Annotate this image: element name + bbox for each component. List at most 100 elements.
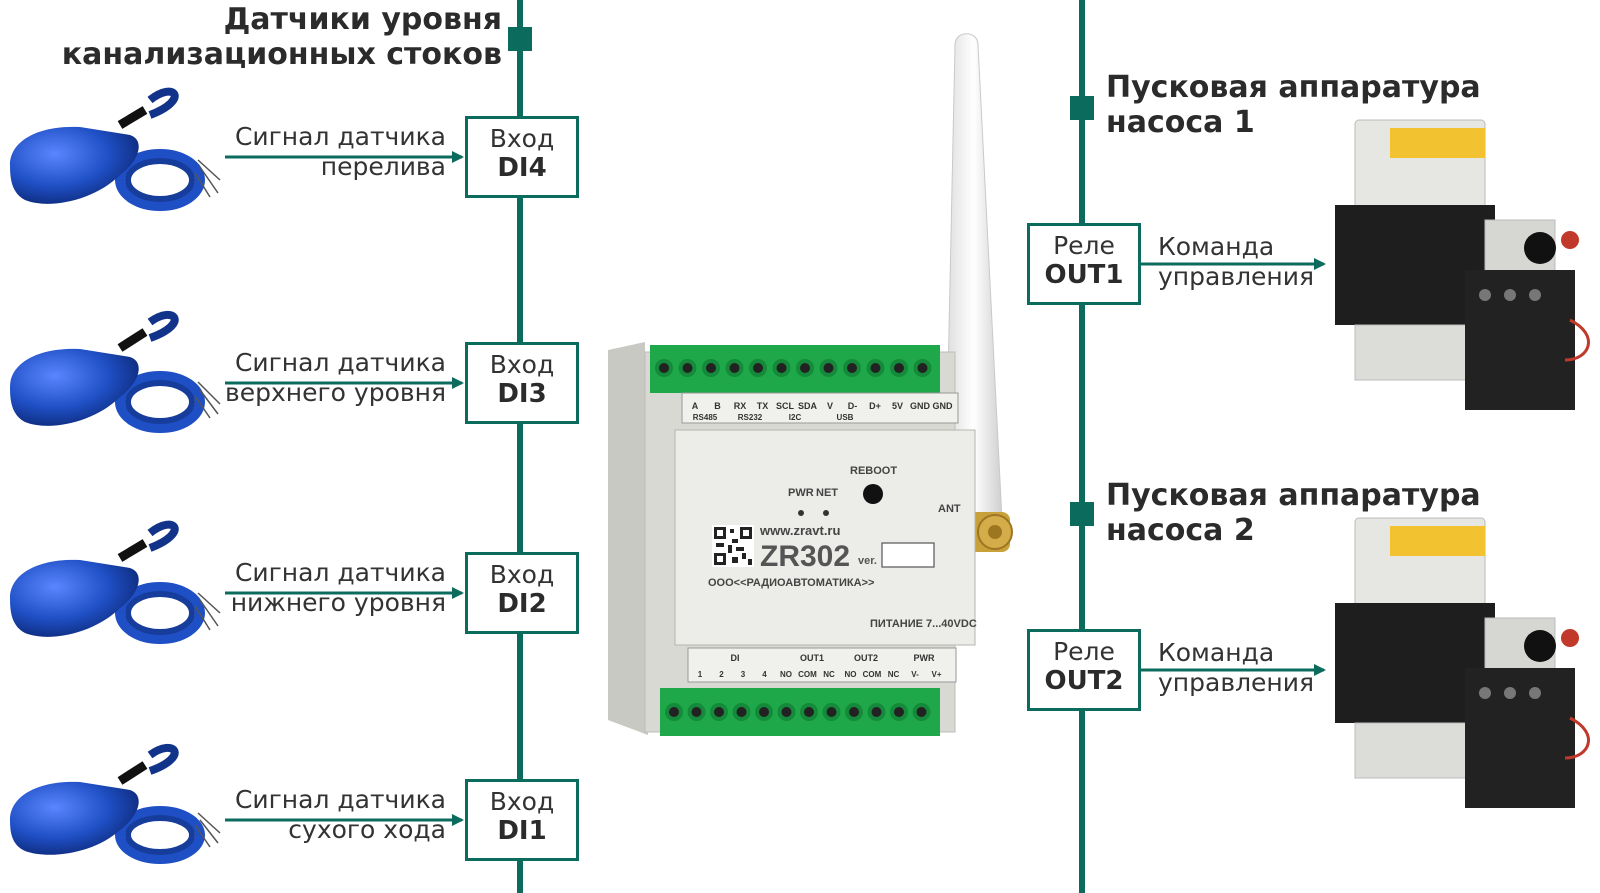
pump2-heading-line2: насоса 2 — [1106, 513, 1255, 548]
bottom-terminal-label: COM — [863, 670, 882, 679]
sensors-heading-line1: Датчики уровня — [223, 2, 502, 37]
output-out1-label: Реле — [1053, 231, 1115, 260]
terminal-screw-icon — [755, 703, 773, 721]
terminal-screw-icon — [890, 359, 908, 377]
terminal-screw-icon — [845, 703, 863, 721]
signal-label-di2: Сигнал датчика нижнего уровня — [231, 558, 446, 618]
input-di4-label: Вход — [489, 124, 555, 153]
top-terminal-screws — [655, 359, 932, 377]
signal-label-di4: Сигнал датчика перелива — [235, 122, 446, 182]
top-terminal-label: D- — [848, 401, 858, 411]
signal-di1-line2: сухого хода — [288, 815, 446, 844]
contactor-pump-1 — [1335, 119, 1590, 410]
top-terminal-label: SCL — [776, 401, 795, 411]
terminal-screw-icon — [665, 703, 683, 721]
command-out2-line1: Команда — [1158, 638, 1275, 667]
output-box-out1: Реле OUT1 — [1027, 223, 1141, 305]
bottom-terminal-label: 2 — [719, 670, 724, 679]
input-di2-label: Вход — [489, 560, 555, 589]
output-out2-label: Реле — [1053, 637, 1115, 666]
input-di1-label: Вход — [489, 787, 555, 816]
device-net-label: NET — [816, 487, 838, 499]
float-sensor-overflow — [10, 87, 221, 211]
terminal-screw-icon — [843, 359, 861, 377]
signal-di3-line1: Сигнал датчика — [234, 348, 446, 377]
contactor-pump-2 — [1335, 517, 1590, 808]
pump2-heading-line1: Пусковая аппаратура — [1106, 478, 1481, 513]
top-terminal-label: GND — [933, 401, 954, 411]
top-terminal-group: I2C — [789, 413, 802, 422]
top-terminal-label: TX — [757, 401, 769, 411]
bottom-terminal-label: NC — [823, 670, 835, 679]
float-sensor-dry-run — [10, 743, 221, 864]
top-terminal-group: RS485 — [693, 413, 718, 422]
terminal-screw-icon — [749, 359, 767, 377]
device-ver-label: ver. — [858, 555, 877, 567]
pwr-led-icon — [798, 510, 804, 516]
signal-di4-line1: Сигнал датчика — [234, 122, 446, 151]
terminal-screw-icon — [890, 703, 908, 721]
device-url: www.zravt.ru — [759, 523, 840, 538]
terminal-screw-icon — [702, 359, 720, 377]
pump1-heading-line1: Пусковая аппаратура — [1106, 70, 1481, 105]
bottom-terminal-group: DI — [731, 653, 740, 663]
device-ant-label: ANT — [938, 503, 961, 515]
sensors-heading: Датчики уровня канализационных стоков — [62, 2, 502, 72]
input-box-di1: Вход DI1 — [465, 779, 579, 861]
terminal-screw-icon — [796, 359, 814, 377]
command-label-out1: Команда управления — [1158, 232, 1314, 292]
terminal-screw-icon — [822, 703, 841, 721]
terminal-screw-icon — [800, 703, 818, 721]
terminal-screw-icon — [866, 359, 885, 377]
terminal-screw-icon — [687, 703, 706, 721]
pump2-heading: Пусковая аппаратура насоса 2 — [1106, 478, 1481, 548]
output-out2-id: OUT2 — [1044, 666, 1124, 696]
terminal-screw-icon — [777, 703, 796, 721]
top-terminal-label: RX — [734, 401, 747, 411]
terminal-screw-icon — [819, 359, 838, 377]
terminal-screw-icon — [655, 359, 673, 377]
float-sensor-upper — [10, 310, 221, 433]
command-out2-line2: управления — [1158, 668, 1315, 697]
top-terminal-group: RS232 — [738, 413, 763, 422]
top-terminal-label: D+ — [869, 401, 881, 411]
signal-di2-line1: Сигнал датчика — [234, 558, 446, 587]
command-out1-line2: управления — [1158, 262, 1315, 291]
float-sensor-lower — [10, 520, 221, 644]
device-power-label: ПИТАНИЕ 7...40VDC — [870, 618, 977, 630]
top-terminal-label: B — [714, 401, 721, 411]
right-bus-marker-1 — [1070, 96, 1094, 120]
input-di3-label: Вход — [489, 350, 555, 379]
terminal-screw-icon — [772, 359, 791, 377]
top-terminal-label: A — [692, 401, 699, 411]
device-pwr-label: PWR — [788, 487, 814, 499]
top-terminal-label: V — [827, 401, 833, 411]
device-model: ZR302 — [760, 540, 850, 573]
terminal-screw-icon — [867, 703, 886, 721]
top-terminal-label: GND — [910, 401, 931, 411]
signal-label-di3: Сигнал датчика верхнего уровня — [225, 348, 446, 408]
bottom-terminal-label: V- — [911, 670, 919, 679]
net-led-icon — [823, 510, 829, 516]
terminal-screw-icon — [913, 359, 932, 377]
top-terminal-group: USB — [837, 413, 854, 422]
right-bus-marker-2 — [1070, 502, 1094, 526]
pump1-heading-line2: насоса 1 — [1106, 105, 1255, 140]
command-label-out2: Команда управления — [1158, 638, 1314, 698]
bottom-terminal-group: OUT2 — [854, 653, 878, 663]
top-terminal-label: SDA — [798, 401, 818, 411]
bottom-terminal-group: OUT1 — [800, 653, 824, 663]
device-company: ООО<<РАДИОАВТОМАТИКА>> — [708, 577, 874, 589]
output-out1-id: OUT1 — [1044, 260, 1124, 290]
input-di3-id: DI3 — [497, 379, 547, 409]
bottom-terminal-label: NO — [780, 670, 792, 679]
reboot-button — [863, 484, 883, 504]
sensors-heading-line2: канализационных стоков — [61, 37, 502, 72]
device-reboot-label: REBOOT — [850, 465, 897, 477]
signal-di1-line1: Сигнал датчика — [234, 785, 446, 814]
bottom-terminal-label: V+ — [931, 670, 941, 679]
